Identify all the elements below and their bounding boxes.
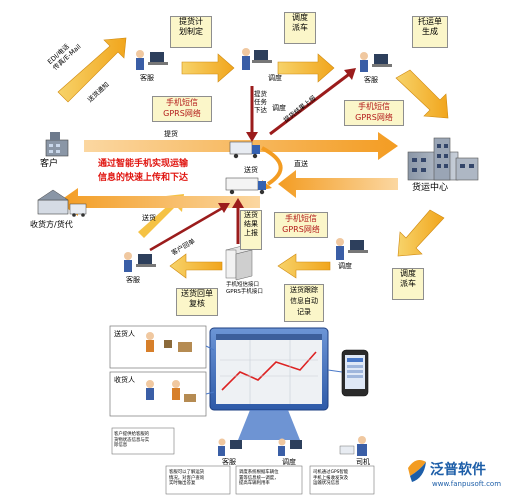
customer-building-icon (45, 132, 69, 157)
gprs-top-right: 手机短信 GPRS网络 (344, 100, 404, 126)
customer-label: 客户 (40, 159, 59, 169)
cs-note: 客户提供给客服的 货物状态信息与实 际信息 (114, 432, 150, 448)
brand-logo-icon (408, 460, 426, 482)
freight-center-building-icon (407, 137, 479, 181)
flow-pickup: 提货 (164, 130, 178, 138)
arrow-plan-to-dispatch (181, 53, 235, 83)
arrow-tracking-to-cs (169, 253, 223, 279)
role-dispatch-right: 调度 (338, 262, 352, 270)
role-cs-bottom: 客服 (126, 276, 140, 284)
delivery-result-box: 送货 结果 上报 (240, 210, 262, 250)
waybill-box: 托运单 生成 (412, 16, 448, 48)
arrow-pickup-result (269, 68, 356, 136)
tracking-box: 送货跟踪 信息自动 记录 (284, 284, 324, 322)
flow-pickup-task: 提货 任务 下达 (254, 90, 267, 114)
workstation-cs-top-icon (136, 50, 168, 70)
driver-note: 司机通过GPS智能 手机上报收发货及 运输状况信息 (313, 470, 349, 486)
role-dispatch-lower: 调度 (282, 458, 296, 466)
receipt-box: 送货回单 复核 (176, 288, 218, 316)
brand-name: 泛普软件 (430, 462, 486, 478)
sender-panel (109, 325, 207, 369)
gprs-top-left: 手机短信 GPRS网络 (152, 96, 212, 122)
role-dispatch-top: 调度 (268, 74, 282, 82)
receiver-label: 收货人 (114, 376, 135, 384)
slogan-line1: 通过智能手机实现运输 (98, 159, 189, 169)
arrow-edi-in (57, 37, 127, 103)
smartphone-icon (341, 349, 369, 397)
role-cs-top: 客服 (140, 74, 154, 82)
role-driver: 司机 (356, 458, 370, 466)
band-delivery (58, 188, 260, 216)
gprs-middle: 手机短信 GPRS网络 (274, 212, 328, 238)
consignee-label: 收货方/货代 (30, 220, 73, 229)
flow-delivery: 送货 (244, 166, 258, 174)
cs-lower-note: 客服可以了解运货 情况，对客户查询 实时做出答复 (169, 470, 205, 486)
workstation-cs-bottom-icon (124, 252, 156, 272)
arrow-pickup-task (246, 86, 258, 142)
consignee-warehouse-icon (37, 189, 87, 217)
receiver-panel (109, 371, 207, 417)
band-direct (278, 170, 398, 198)
truck-icon-2 (225, 177, 266, 195)
arrow-waybill-down (395, 69, 449, 119)
flow-dispatch-inline: 调度 (272, 104, 286, 112)
arrow-dispatch-right-to-tracking (277, 253, 331, 279)
callout-lines (205, 345, 343, 395)
role-cs-top-right: 客服 (364, 76, 378, 84)
freight-center-label: 货运中心 (412, 183, 449, 193)
monitor-map-icon (209, 327, 329, 440)
flow-phone-interface: 手机短信接口 GPRS手机接口 (226, 282, 263, 295)
arrow-center-down (397, 209, 445, 257)
truck-icon (229, 141, 260, 159)
workstation-cs-top-right-icon (360, 52, 392, 72)
workstation-cs-lower-icon (218, 438, 242, 456)
arrow-customer-receipt (149, 203, 230, 252)
workstation-dispatch-top-icon (242, 48, 272, 70)
plan-box: 提货计 划制定 (170, 16, 212, 48)
driver-icon (339, 436, 367, 456)
sender-label: 送货人 (114, 330, 135, 338)
server-icon (225, 245, 253, 281)
slogan-line2: 信息的快速上传和下达 (98, 173, 189, 183)
dispatch-right-box: 调度 派车 (392, 268, 424, 300)
workstation-dispatch-right-icon (336, 238, 368, 260)
dispatch-lower-note: 调度系统根据车辆位 置等信息统一调度， 提高车辆利用率 (239, 470, 279, 486)
flow-delivery-left: 送货 (142, 214, 156, 222)
flow-direct: 直送 (294, 160, 308, 168)
role-cs-lower: 客服 (222, 458, 236, 466)
arrow-dispatch-to-waybill (277, 53, 335, 83)
dispatch-top-box: 调度 派车 (284, 12, 316, 44)
workstation-dispatch-lower-icon (278, 438, 302, 456)
bottom-note-boxes (111, 427, 375, 495)
brand-url[interactable]: www.fanpusoft.com (432, 480, 502, 488)
arrow-delivery-result (232, 198, 244, 244)
